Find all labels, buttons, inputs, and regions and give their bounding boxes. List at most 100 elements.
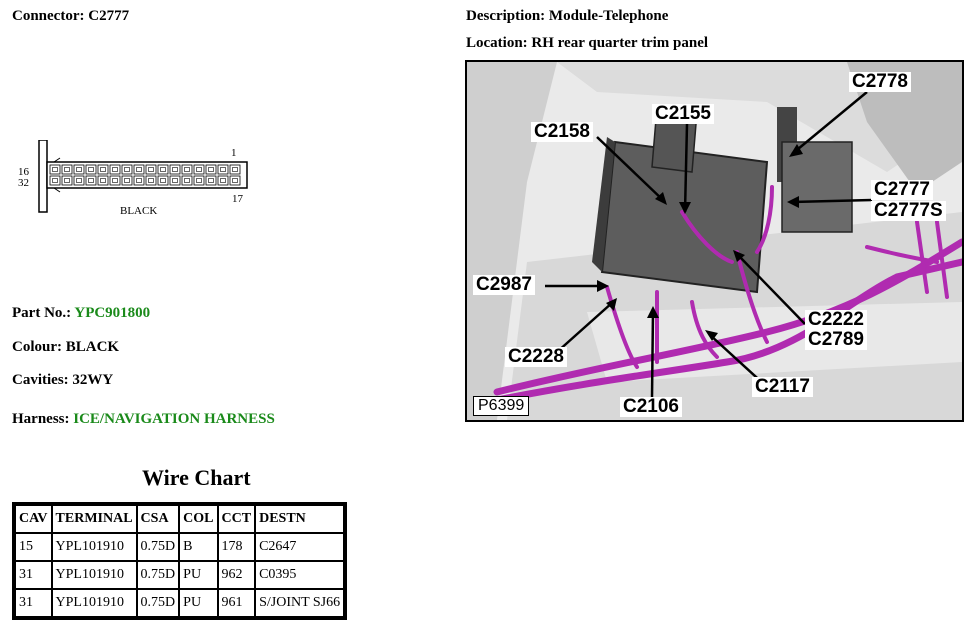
location-value: RH rear quarter trim panel (531, 35, 709, 51)
cell-destn: S/JOINT SJ66 (255, 589, 345, 617)
harness-link[interactable]: ICE/NAVIGATION HARNESS (73, 411, 275, 427)
cavity-pin-socket (172, 167, 178, 172)
cavity-pin-socket (136, 178, 142, 183)
cavity-pin-socket (172, 178, 178, 183)
cavity-row-top (49, 164, 241, 175)
callout-c2106: C2106 (620, 397, 682, 417)
connector-face-diagram: 1 16 32 17 BLACK (18, 140, 248, 217)
cavity-pin-socket (148, 167, 154, 172)
connector-value: C2777 (88, 8, 130, 24)
cavity-pin-socket (148, 178, 154, 183)
cavity-pin (73, 175, 85, 186)
header-csa: CSA (136, 505, 180, 533)
pin-32-label: 32 (18, 177, 29, 189)
cavity-pin-socket (124, 178, 130, 183)
cell-col: B (179, 533, 218, 561)
callout-c2158: C2158 (531, 122, 593, 142)
cavity-pin (85, 164, 97, 175)
cell-destn: C2647 (255, 533, 345, 561)
cell-cav: 31 (15, 561, 52, 589)
cavity-pin (193, 164, 205, 175)
cell-csa: 0.75D (136, 561, 180, 589)
cell-cct: 962 (217, 561, 256, 589)
harness-label: Harness: ICE/NAVIGATION HARNESS (12, 411, 275, 427)
cavity-pin (133, 175, 145, 186)
table-row: 31 YPL101910 0.75D PU 961 S/JOINT SJ66 (15, 589, 345, 617)
cavity-pin-socket (52, 167, 58, 172)
cavity-pin-socket (220, 167, 226, 172)
table-row: 31 YPL101910 0.75D PU 962 C0395 (15, 561, 345, 589)
cavity-pin (61, 175, 73, 186)
wire-chart-header-row: CAV TERMINAL CSA COL CCT DESTN (15, 505, 345, 533)
cavity-pin (133, 164, 145, 175)
cell-csa: 0.75D (136, 533, 180, 561)
cavity-pin-socket (232, 178, 238, 183)
cavity-pin (217, 164, 229, 175)
cell-cav: 15 (15, 533, 52, 561)
cavity-pin (217, 175, 229, 186)
cell-terminal: YPL101910 (51, 561, 137, 589)
cavity-pin-socket (76, 178, 82, 183)
wire-chart-table: CAV TERMINAL CSA COL CCT DESTN 15 YPL101… (12, 502, 348, 620)
part-no-link[interactable]: YPC901800 (74, 305, 151, 321)
cell-col: PU (179, 561, 218, 589)
connector-label: Connector: C2777 (12, 8, 130, 24)
cavity-pin-socket (196, 178, 202, 183)
callout-c2155: C2155 (652, 104, 714, 124)
cavity-pin (157, 175, 169, 186)
cavity-pin (49, 164, 61, 175)
cavity-pin-socket (88, 167, 94, 172)
pin-1-label: 1 (231, 147, 237, 159)
cavity-pin (157, 164, 169, 175)
cavity-pin (61, 164, 73, 175)
cavity-pin (229, 175, 241, 186)
cavity-pin-socket (232, 167, 238, 172)
cell-col: PU (179, 589, 218, 617)
callout-c2117: C2117 (752, 377, 813, 397)
cavity-pin-socket (160, 178, 166, 183)
callout-c2228: C2228 (505, 347, 567, 367)
wire-chart-title: Wire Chart (142, 465, 251, 490)
callout-c2222: C2222 (805, 310, 867, 330)
cavity-pin (205, 175, 217, 186)
cavity-pin-socket (136, 167, 142, 172)
callout-c2778: C2778 (849, 72, 911, 92)
header-cav: CAV (15, 505, 52, 533)
cavity-pin (49, 175, 61, 186)
photo-illustration (467, 62, 962, 420)
cavity-pin (121, 175, 133, 186)
part-no-label: Part No.: YPC901800 (12, 305, 151, 321)
cavity-pin-socket (100, 167, 106, 172)
photo-id-label: P6399 (473, 396, 530, 416)
cavity-pin-socket (208, 178, 214, 183)
cavity-pin-socket (112, 167, 118, 172)
cavity-pin (181, 164, 193, 175)
cavity-pin-socket (124, 167, 130, 172)
cavity-pin (73, 164, 85, 175)
cavity-pin-socket (196, 167, 202, 172)
cavity-pin-socket (52, 178, 58, 183)
header-terminal: TERMINAL (51, 505, 137, 533)
color-label: BLACK (120, 205, 157, 217)
cavity-pin-socket (220, 178, 226, 183)
cavity-pin-socket (88, 178, 94, 183)
callout-c2789: C2789 (805, 330, 867, 350)
cavity-pin (109, 175, 121, 186)
cavity-pin (121, 164, 133, 175)
callout-c2777: C2777 (871, 180, 933, 200)
cell-destn: C0395 (255, 561, 345, 589)
cell-cct: 178 (217, 533, 256, 561)
description-value: Module-Telephone (548, 8, 669, 24)
cavity-pin (169, 164, 181, 175)
pin-16-label: 16 (18, 166, 30, 178)
cell-cct: 961 (217, 589, 256, 617)
colour-label: Colour: BLACK (12, 339, 120, 355)
colour-value: BLACK (65, 339, 120, 355)
location-photo: C2778 C2155 C2158 C2777 C2777S C2987 C22… (465, 60, 964, 422)
cavity-pin-socket (112, 178, 118, 183)
table-row: 15 YPL101910 0.75D B 178 C2647 (15, 533, 345, 561)
cell-terminal: YPL101910 (51, 533, 137, 561)
cavity-pin (193, 175, 205, 186)
cavity-pin (229, 164, 241, 175)
cavity-pin-socket (100, 178, 106, 183)
